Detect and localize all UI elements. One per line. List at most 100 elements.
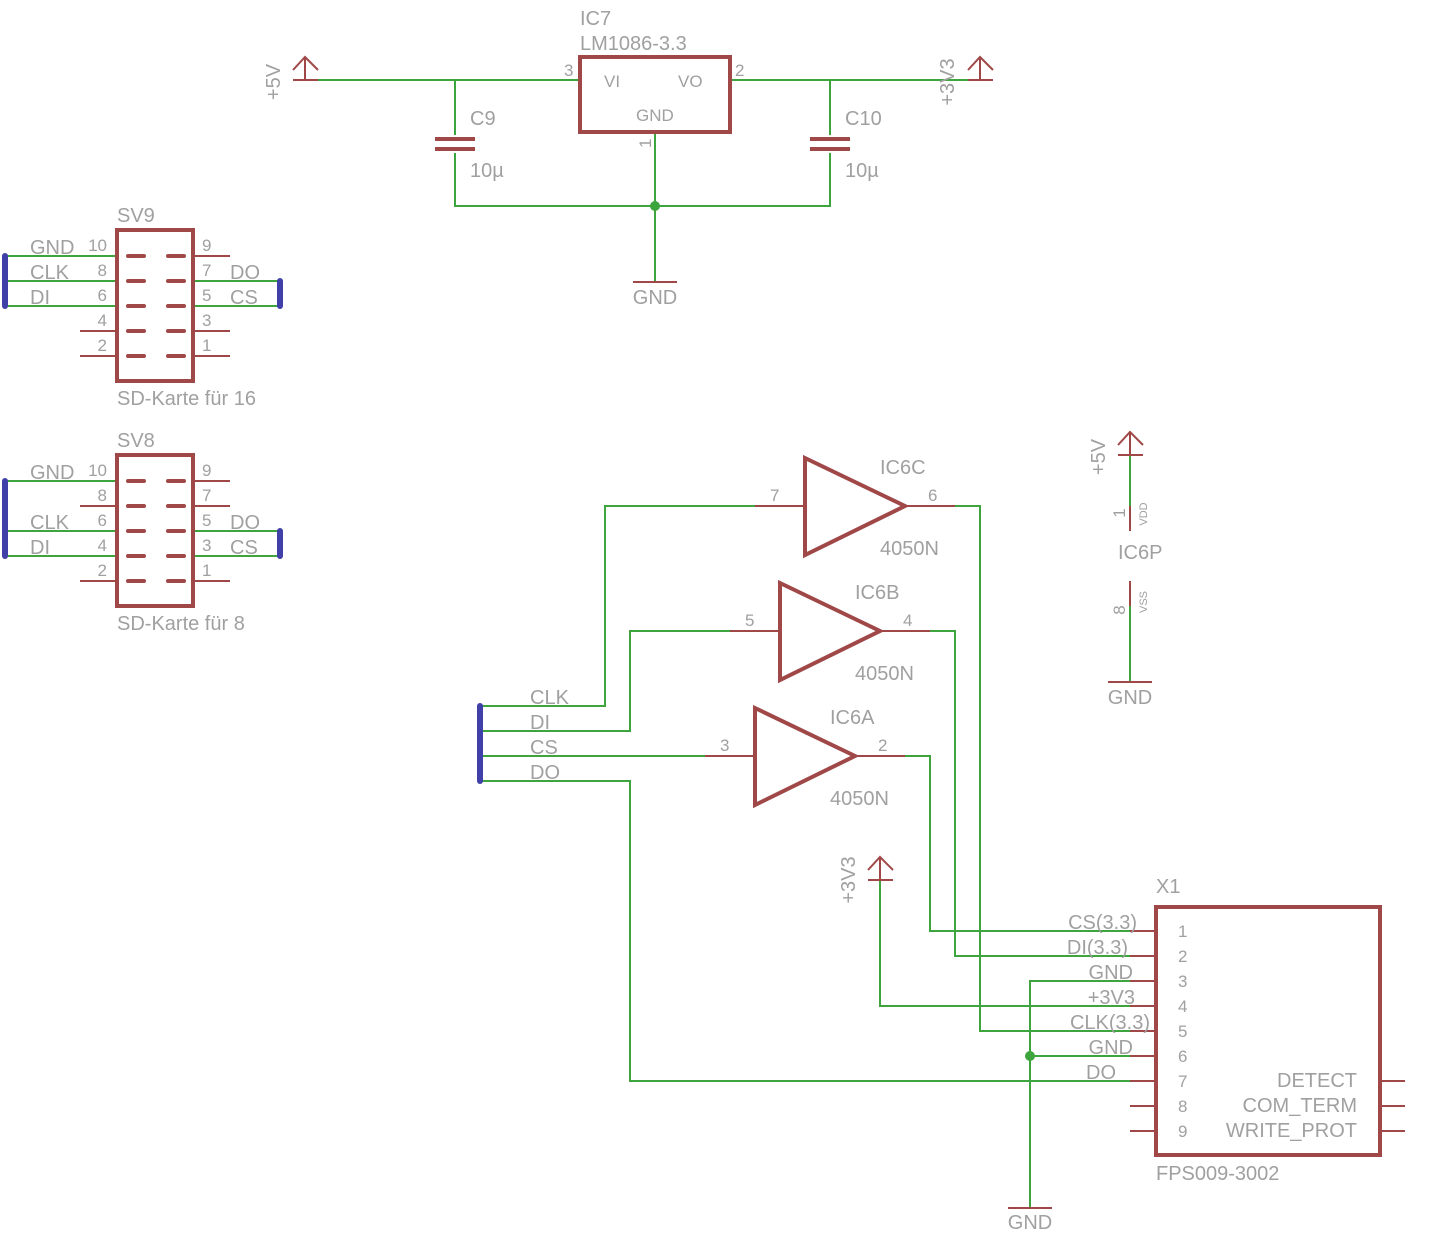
sv9-pin-10: 10: [88, 236, 107, 255]
x1-pin-5: 5: [1178, 1022, 1187, 1041]
ic6b-value: 4050N: [855, 663, 914, 685]
x1-signal-gnd-2: GND: [1089, 1037, 1133, 1059]
x1-signal-gnd: GND: [1089, 962, 1133, 984]
sv9-left-wires: [5, 255, 115, 307]
sv9-caption: SD-Karte für 16: [117, 388, 256, 410]
ic6-power-unit: +5V 1 VDD IC6P 8 VSS GND: [1088, 430, 1162, 709]
ic6a-pin-out: 2: [878, 736, 887, 755]
x1-name: X1: [1156, 876, 1180, 898]
sv9-signal-clk: CLK: [30, 262, 70, 284]
ic6c-pin-in: 7: [770, 486, 779, 505]
ic6c-value: 4050N: [880, 538, 939, 560]
sv8-left-wires: [5, 480, 115, 557]
capacitor-c10-symbol: [810, 137, 850, 151]
capacitor-c9-symbol: [435, 137, 475, 151]
supply-5v-symbol: [292, 55, 319, 81]
capacitor-c10-name: C10: [845, 108, 882, 130]
ic6c-buffer-symbol: [803, 454, 910, 559]
junction-dot: [650, 201, 660, 211]
ic6a-name: IC6A: [830, 707, 875, 729]
wire-do-to-x1: [480, 780, 1130, 1082]
sv9-pin-1: 1: [202, 336, 211, 355]
wire-di33-to-x1: [930, 630, 1130, 957]
sv8-signal-clk: CLK: [30, 512, 70, 534]
supply-3v3-label: +3V3: [838, 856, 860, 903]
regulator-pin-3: 3: [564, 61, 573, 80]
supply-5v-label: +5V: [1088, 438, 1110, 475]
x1-signal-clk: CLK(3.3): [1070, 1012, 1150, 1034]
x1-body: [1154, 905, 1382, 1157]
ic6c-name: IC6C: [880, 457, 926, 479]
ic6p-ground-label: GND: [1108, 687, 1152, 709]
x1-signal-di: DI(3.3): [1067, 937, 1128, 959]
sv9-pin-5: 5: [202, 286, 211, 305]
x1-signal-3v3: +3V3: [1088, 987, 1135, 1009]
header-sv9: SV9 SD-Karte für 16 10 8 6 4 2 9 7 5 3 1…: [2, 205, 283, 410]
sv8-pin-8: 8: [98, 486, 107, 505]
sv8-signal-cs: CS: [230, 537, 258, 559]
sv9-signal-cs: CS: [230, 287, 258, 309]
supply-5v-symbol: [1117, 430, 1144, 456]
bus-label-cs: CS: [530, 737, 558, 759]
x1-pin-2: 2: [1178, 947, 1187, 966]
supply-3v3-symbol: [867, 855, 894, 881]
ic6p-pin-vdd-number: 1: [1110, 508, 1129, 517]
wire-gnd-to-x1: [1029, 980, 1130, 1208]
sv8-name: SV8: [117, 430, 155, 452]
regulator-pin-vi: VI: [604, 72, 620, 91]
sv9-body: [115, 228, 195, 383]
supply-5v-label: +5V: [263, 63, 285, 100]
wire-cs33-to-x1: [905, 755, 1130, 932]
sv9-unused-leads: [80, 255, 230, 357]
connector-x1: X1 FPS009-3002 CS(3.3) DI(3.3) GND +3V3 …: [1067, 876, 1405, 1185]
ic6a-pin-in: 3: [720, 736, 729, 755]
x1-label-com-term: COM_TERM: [1243, 1095, 1357, 1117]
x1-pin-7: 7: [1178, 1072, 1187, 1091]
regulator-body: [578, 55, 732, 134]
sv8-pin-9: 9: [202, 461, 211, 480]
ic6b-name: IC6B: [855, 582, 899, 604]
x1-pin-3: 3: [1178, 972, 1187, 991]
x1-left-leads: [1130, 930, 1155, 1132]
sv9-pin-7: 7: [202, 261, 211, 280]
sv9-pin-8: 8: [98, 261, 107, 280]
wire-3v3-to-x1: [879, 880, 1130, 1007]
sv9-signal-gnd: GND: [30, 237, 74, 259]
sv8-pin-4: 4: [98, 536, 107, 555]
supply-3v3-symbol: [967, 55, 994, 81]
wire-clk33-to-x1: [955, 505, 1130, 1032]
sv8-signal-gnd: GND: [30, 462, 74, 484]
junction-dot: [1025, 1051, 1035, 1061]
sv8-caption: SD-Karte für 8: [117, 613, 245, 635]
sv9-signal-di: DI: [30, 287, 50, 309]
sv9-pin-4: 4: [98, 311, 107, 330]
x1-pin-1: 1: [1178, 922, 1187, 941]
bus-label-di: DI: [530, 712, 550, 734]
x1-signal-do: DO: [1086, 1062, 1116, 1084]
sv8-body: [115, 453, 195, 608]
sv8-pin-5: 5: [202, 511, 211, 530]
ic6b-buffer-symbol: [778, 579, 885, 684]
capacitor-c9-name: C9: [470, 108, 496, 130]
ic6a-value: 4050N: [830, 788, 889, 810]
x1-pin-6: 6: [1178, 1047, 1187, 1066]
level-shifter-section: CLK DI CS DO IC6C 4050N 7 6 IC6B 4050N 5…: [477, 454, 1130, 1234]
sv8-unused-leads: [80, 480, 230, 582]
ic6p-pin-vss-number: 8: [1110, 605, 1129, 614]
bus-label-clk: CLK: [530, 687, 570, 709]
wire-di-to-ic6b: [480, 630, 730, 732]
x1-pin-8: 8: [1178, 1097, 1187, 1116]
ic6b-pin-in: 5: [745, 611, 754, 630]
sv8-pin-marks: [126, 479, 186, 583]
sv8-right-wires: [195, 530, 280, 557]
x1-signal-cs: CS(3.3): [1068, 912, 1137, 934]
bus-label-do: DO: [530, 762, 560, 784]
regulator-ground-label: GND: [633, 287, 677, 309]
wire-clk-to-ic6c: [480, 505, 755, 707]
sv8-signal-di: DI: [30, 537, 50, 559]
capacitor-c9-value: 10µ: [470, 160, 504, 182]
regulator-value: LM1086-3.3: [580, 33, 687, 55]
sv8-pin-10: 10: [88, 461, 107, 480]
x1-pin-9: 9: [1178, 1122, 1187, 1141]
